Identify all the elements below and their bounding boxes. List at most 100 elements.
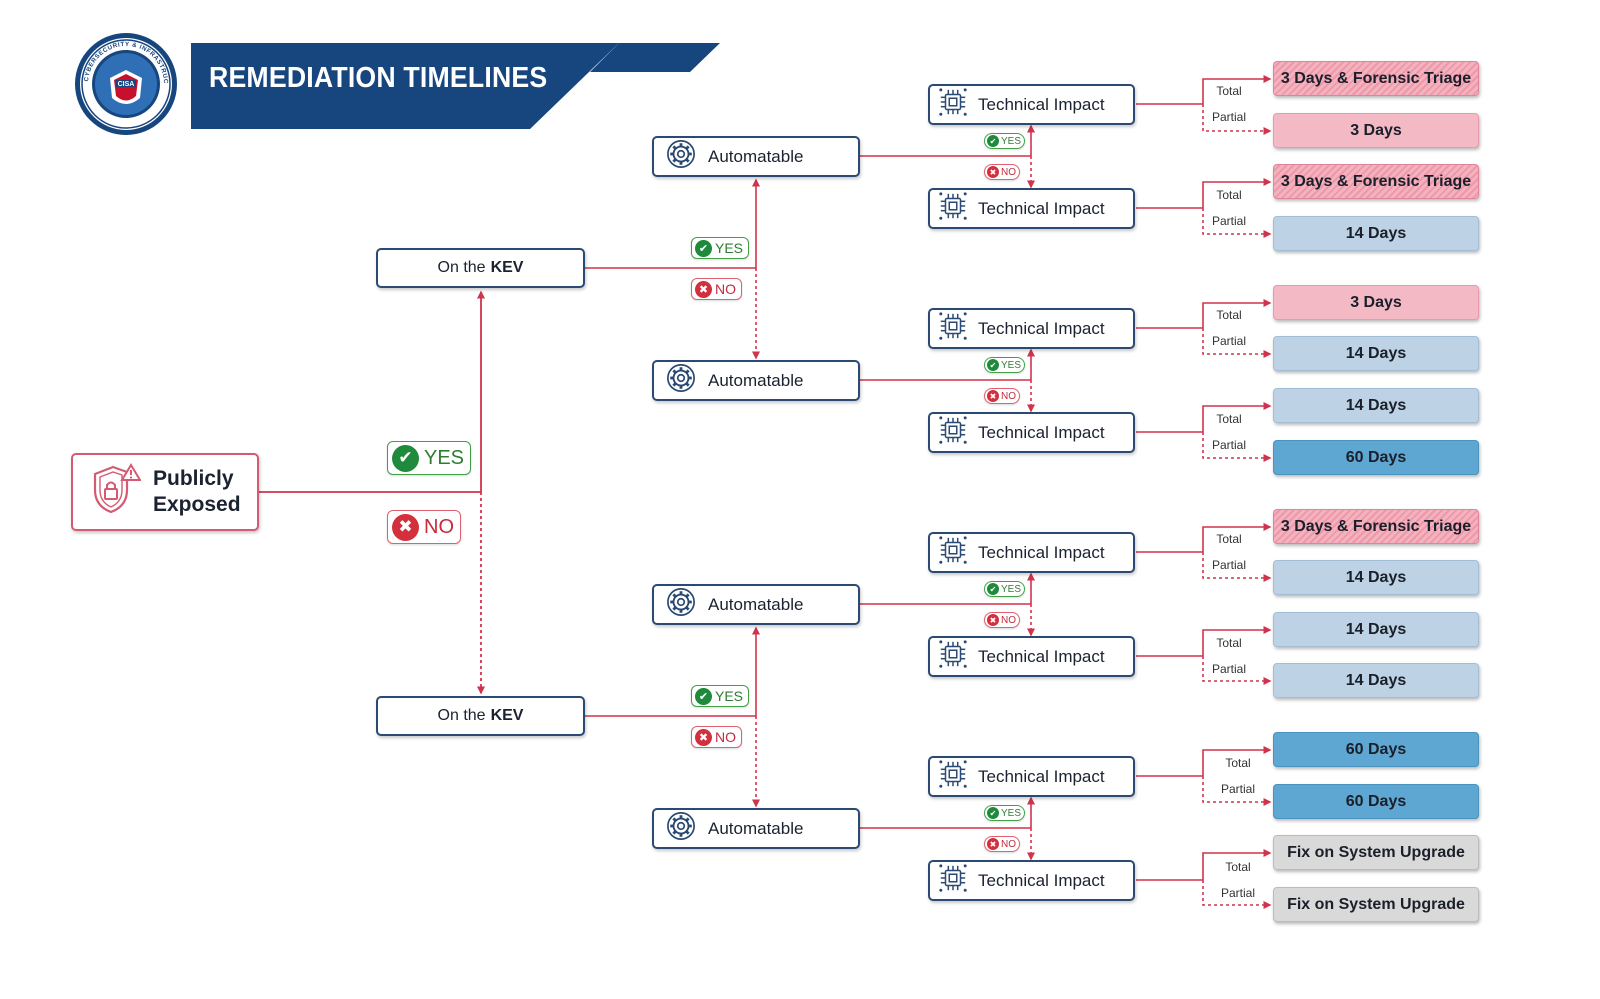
yes-label: YES	[715, 688, 744, 704]
x-circle-icon: ✖	[392, 513, 419, 541]
x-circle-icon: ✖	[987, 614, 999, 626]
technical-impact-node: Technical Impact	[928, 308, 1135, 349]
partial-label: Partial	[1220, 782, 1255, 796]
no-label: NO	[1001, 614, 1016, 626]
no-pill: ✖NO	[691, 278, 742, 300]
yes-label: YES	[1001, 135, 1022, 147]
no-label: NO	[424, 515, 454, 538]
connector-line	[1202, 552, 1272, 582]
connector-line	[1202, 104, 1272, 135]
connector-line	[1202, 849, 1272, 880]
technical-impact-node: Technical Impact	[928, 860, 1135, 901]
outcome-box: 14 Days	[1273, 336, 1479, 371]
technical-impact-node: Technical Impact	[928, 412, 1135, 453]
outcome-box: Fix on System Upgrade	[1273, 835, 1479, 870]
connector-line	[1202, 208, 1272, 238]
chip-network-icon	[938, 863, 968, 898]
connector-line	[1202, 432, 1272, 462]
yes-pill: ✔YES	[691, 237, 750, 259]
technical-impact-label: Technical Impact	[978, 870, 1105, 890]
check-circle-icon: ✔	[695, 239, 712, 257]
yes-pill: ✔YES	[691, 685, 750, 707]
partial-label: Partial	[1211, 558, 1246, 572]
no-pill: ✖NO	[691, 726, 742, 748]
technical-impact-label: Technical Impact	[978, 318, 1105, 338]
yes-pill: ✔YES	[984, 581, 1026, 597]
no-label: NO	[1001, 390, 1016, 402]
no-pill: ✖NO	[984, 164, 1020, 180]
outcome-box: 60 Days	[1273, 440, 1479, 475]
automatable-label: Automatable	[708, 818, 804, 838]
technical-impact-label: Technical Impact	[978, 198, 1105, 218]
total-label: Total	[1216, 84, 1242, 98]
technical-impact-label: Technical Impact	[978, 542, 1105, 562]
yes-label: YES	[715, 240, 744, 256]
automatable-node: Automatable	[652, 360, 860, 401]
automatable-node: Automatable	[652, 808, 860, 849]
connector-line	[1202, 402, 1272, 432]
chip-network-icon	[938, 639, 968, 674]
total-label: Total	[1225, 860, 1251, 874]
x-circle-icon: ✖	[695, 728, 712, 746]
outcome-box: 14 Days	[1273, 663, 1479, 698]
x-circle-icon: ✖	[695, 280, 712, 298]
check-circle-icon: ✔	[695, 687, 712, 705]
outcome-box: 14 Days	[1273, 216, 1479, 251]
outcome-box: 60 Days	[1273, 784, 1479, 819]
no-pill: ✖NO	[984, 612, 1020, 628]
outcome-box: 3 Days	[1273, 285, 1479, 320]
connector-line	[1202, 75, 1272, 104]
technical-impact-label: Technical Impact	[978, 422, 1105, 442]
no-label: NO	[1001, 838, 1016, 850]
connector-line	[1202, 626, 1272, 656]
automatable-label: Automatable	[708, 370, 804, 390]
publicly-exposed-line2: Exposed	[153, 493, 241, 516]
technical-impact-label: Technical Impact	[978, 94, 1105, 114]
check-circle-icon: ✔	[987, 807, 999, 819]
outcome-box: 14 Days	[1273, 560, 1479, 595]
no-label: NO	[715, 281, 736, 297]
x-circle-icon: ✖	[987, 390, 999, 402]
outcome-box: 3 Days & Forensic Triage	[1273, 509, 1479, 544]
check-circle-icon: ✔	[987, 583, 999, 595]
no-label: NO	[715, 729, 736, 745]
outcome-box: 3 Days	[1273, 113, 1479, 148]
technical-impact-node: Technical Impact	[928, 188, 1135, 229]
check-circle-icon: ✔	[987, 135, 999, 147]
total-label: Total	[1216, 188, 1242, 202]
yes-label: YES	[424, 446, 465, 469]
outcome-box: 14 Days	[1273, 612, 1479, 647]
chip-network-icon	[938, 759, 968, 794]
technical-impact-label: Technical Impact	[978, 766, 1105, 786]
chip-network-icon	[938, 191, 968, 226]
partial-label: Partial	[1211, 438, 1246, 452]
automatable-label: Automatable	[708, 594, 804, 614]
no-pill: ✖NO	[984, 836, 1020, 852]
page-title: REMEDIATION TIMELINES	[209, 62, 548, 94]
total-label: Total	[1216, 532, 1242, 546]
gear-icon	[666, 139, 696, 174]
technical-impact-node: Technical Impact	[928, 84, 1135, 125]
connector-line	[1202, 299, 1272, 328]
technical-impact-node: Technical Impact	[928, 636, 1135, 677]
check-circle-icon: ✔	[987, 359, 999, 371]
total-label: Total	[1216, 636, 1242, 650]
no-label: NO	[1001, 166, 1016, 178]
connector-line	[1202, 328, 1272, 358]
connector-line	[1202, 178, 1272, 208]
outcome-box: 3 Days & Forensic Triage	[1273, 164, 1479, 199]
connector-line	[1202, 746, 1272, 776]
total-label: Total	[1216, 308, 1242, 322]
outcome-box: 60 Days	[1273, 732, 1479, 767]
outcome-box: Fix on System Upgrade	[1273, 887, 1479, 922]
connector-line	[1202, 523, 1272, 552]
connector-line	[1202, 880, 1272, 909]
chip-network-icon	[938, 535, 968, 570]
automatable-label: Automatable	[708, 146, 804, 166]
total-label: Total	[1225, 756, 1251, 770]
partial-label: Partial	[1211, 214, 1246, 228]
